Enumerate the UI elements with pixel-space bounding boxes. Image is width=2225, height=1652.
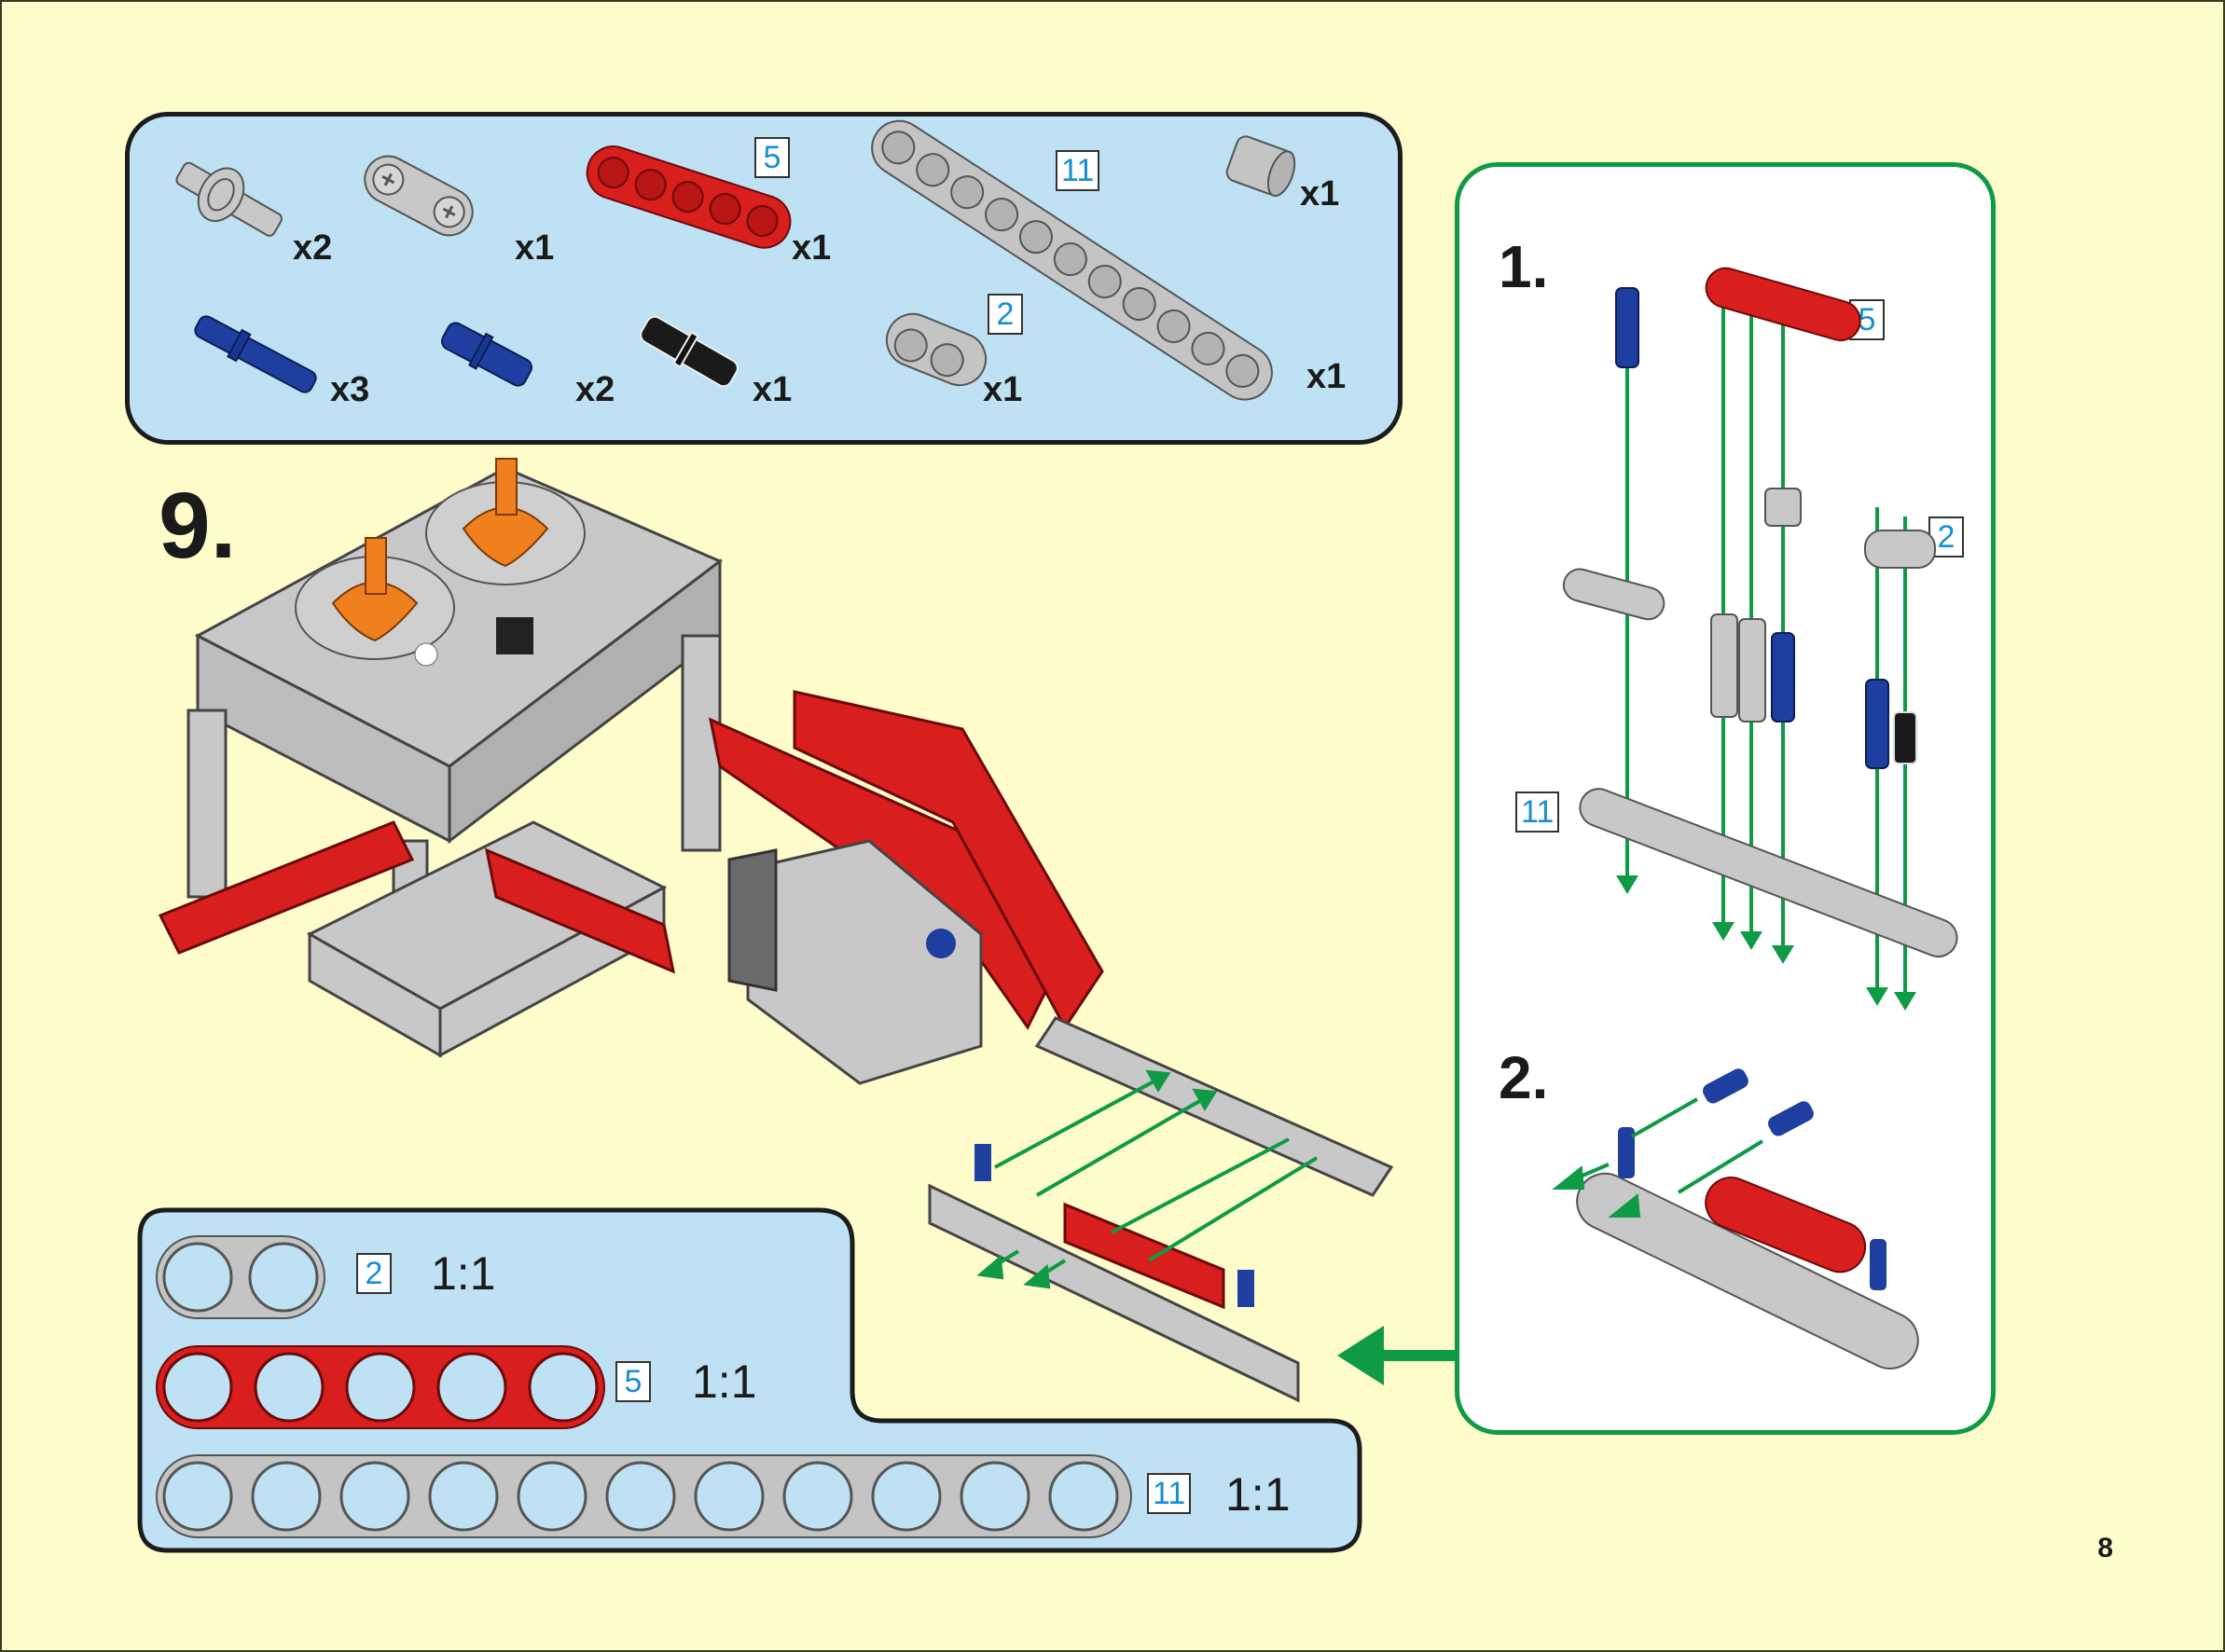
part-qty: x2 bbox=[293, 228, 333, 268]
part-qty: x1 bbox=[792, 228, 832, 268]
part-red-beam-5-icon bbox=[586, 145, 792, 249]
part-blue-long-pin-icon bbox=[194, 315, 317, 393]
part-qty: x1 bbox=[983, 370, 1023, 409]
sub-step-1-illustration bbox=[1562, 267, 1958, 1011]
step-number: 9. bbox=[159, 474, 237, 578]
part-blue-axle-pin-icon bbox=[440, 322, 533, 387]
part-axle-pin-connector-icon bbox=[175, 161, 283, 237]
red-beam-icon bbox=[158, 690, 1104, 1030]
part-qty: x2 bbox=[575, 370, 615, 409]
blue-pin-icon bbox=[1768, 1101, 1814, 1136]
scale-legend-box bbox=[137, 1207, 1362, 1553]
part-bushing-icon bbox=[1225, 135, 1296, 198]
scale-beam-5-icon bbox=[156, 1345, 605, 1429]
down-arrow-icon bbox=[1616, 875, 1916, 1011]
parts-list-box: x2 x1 5 x1 11 x1 x bbox=[125, 112, 1403, 445]
length-tag: 5 bbox=[754, 137, 790, 178]
part-gray-beam-11-icon bbox=[871, 119, 1273, 401]
length-tag: 11 bbox=[1056, 150, 1100, 191]
part-qty: x1 bbox=[1306, 357, 1347, 396]
page-number: 8 bbox=[2097, 1533, 2113, 1563]
sub-steps-panel: 1. 5 2 11 bbox=[1455, 162, 1996, 1435]
part-black-pin-icon bbox=[640, 315, 739, 388]
scale-ratio: 1:1 bbox=[431, 1247, 496, 1300]
part-qty: x1 bbox=[515, 228, 555, 268]
part-qty: x1 bbox=[1300, 174, 1340, 213]
sub-step-1-label: 1. bbox=[1499, 233, 1549, 300]
sub-assembly-icon bbox=[928, 1144, 1300, 1403]
frame-icon bbox=[187, 634, 722, 1058]
gray-beam-11-icon bbox=[1579, 788, 1958, 958]
gray-beam-2-icon bbox=[1864, 530, 1936, 569]
blue-pin-icon bbox=[1865, 679, 1889, 769]
scale-length-tag: 11 bbox=[1147, 1473, 1192, 1514]
length-tag-11: 11 bbox=[1515, 792, 1560, 833]
black-pin-icon bbox=[1893, 711, 1917, 764]
gray-beam-icon bbox=[1034, 1016, 1394, 1197]
red-beam-5-icon bbox=[1705, 267, 1861, 342]
insert-arrows bbox=[1552, 1097, 1764, 1218]
scale-ratio: 1:1 bbox=[1225, 1468, 1291, 1521]
part-qty: x1 bbox=[753, 370, 793, 409]
blue-pin-icon bbox=[1870, 1239, 1886, 1290]
blue-pin-icon bbox=[1703, 1068, 1748, 1104]
length-tag: 2 bbox=[988, 294, 1023, 335]
part-gray-beam-2-icon bbox=[885, 312, 988, 387]
scale-beam-2-icon bbox=[156, 1235, 325, 1319]
scale-length-tag: 5 bbox=[615, 1361, 651, 1402]
blue-pin-icon bbox=[1771, 632, 1795, 723]
sub-step-2-label: 2. bbox=[1499, 1044, 1549, 1111]
length-tag-2: 2 bbox=[1928, 516, 1964, 558]
direction-arrow-icon bbox=[1337, 1326, 1458, 1385]
red-beam-icon bbox=[1705, 1177, 1867, 1273]
main-assembly-illustration bbox=[158, 458, 1394, 1403]
motor-icon bbox=[727, 839, 983, 1085]
blue-pin-icon bbox=[1615, 287, 1639, 368]
scale-ratio: 1:1 bbox=[692, 1356, 757, 1408]
part-qty: x3 bbox=[330, 370, 370, 409]
scale-length-tag: 2 bbox=[356, 1253, 392, 1294]
axle-pin-connector-icon bbox=[1738, 618, 1766, 723]
battery-box-icon bbox=[194, 458, 723, 845]
cross-connector-icon bbox=[1562, 568, 1665, 621]
scale-beam-11-icon bbox=[156, 1454, 1132, 1538]
axle-pin-connector-icon bbox=[1710, 613, 1738, 718]
connection-arrows bbox=[976, 1069, 1319, 1289]
sub-step-2-illustration bbox=[1552, 1068, 1919, 1370]
bushing-icon bbox=[1764, 488, 1802, 527]
blue-pin-icon bbox=[1618, 1127, 1635, 1178]
part-cross-axle-connector-icon bbox=[364, 155, 474, 237]
